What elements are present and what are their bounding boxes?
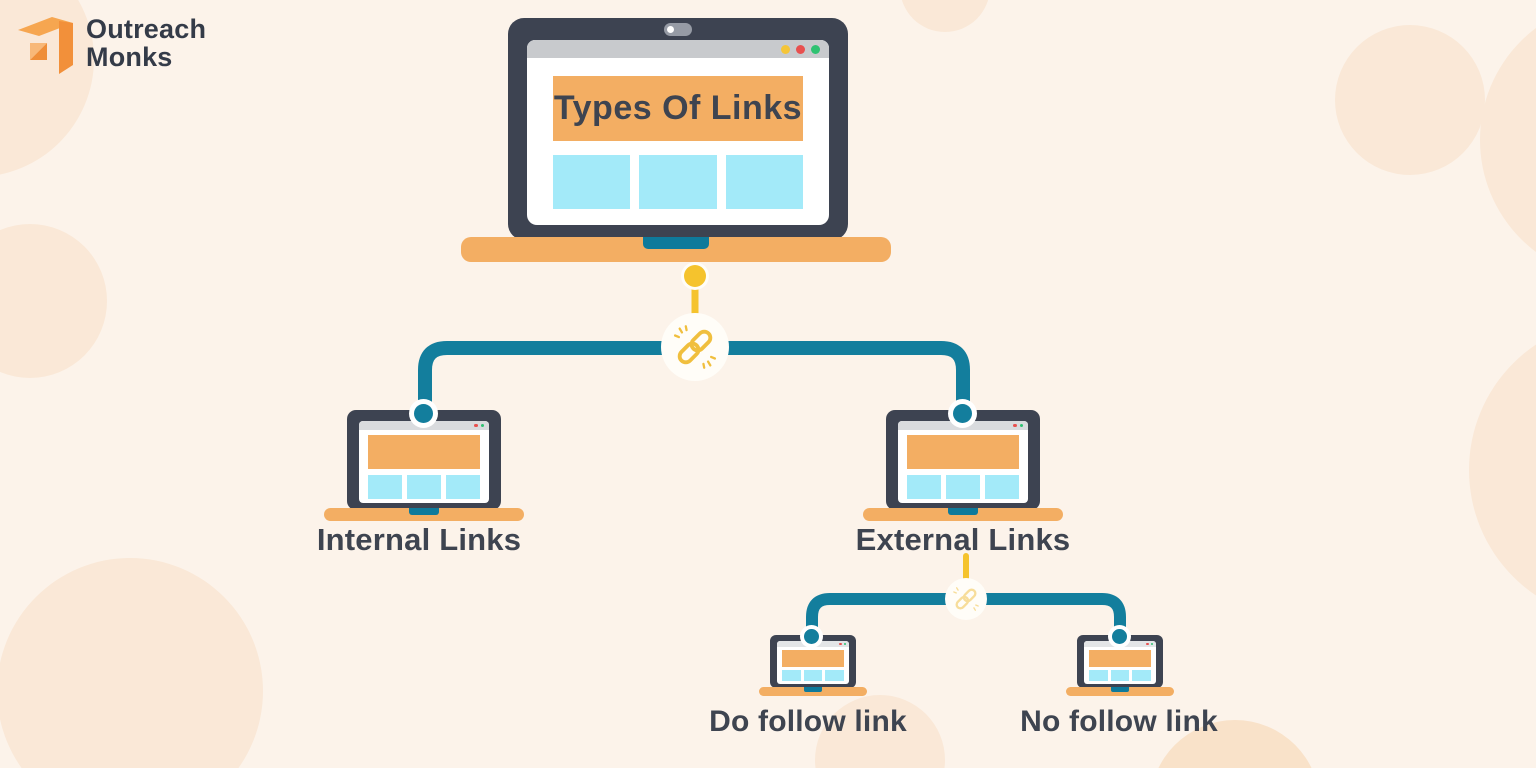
webpage	[777, 647, 849, 684]
thumbnail	[368, 475, 402, 499]
deco-circle	[0, 558, 263, 768]
webpage	[359, 430, 489, 503]
window-expand-dot	[1019, 423, 1023, 428]
window-close-dot	[1013, 423, 1017, 428]
webpage: Types Of Links	[527, 58, 829, 225]
laptop-root-screen: Types Of Links	[527, 40, 829, 225]
connector-dot-internal	[414, 404, 433, 423]
thumbnail	[639, 155, 717, 209]
webpage	[1084, 647, 1156, 684]
connector-dot-external	[953, 404, 972, 423]
content-thumbnails	[782, 670, 845, 681]
window-expand-dot	[1150, 642, 1153, 646]
thumbnail	[446, 475, 480, 499]
browser-topbar	[527, 40, 829, 58]
chain-link-icon	[953, 587, 979, 611]
deco-circle	[1335, 25, 1485, 175]
browser-topbar	[898, 421, 1028, 430]
window-expand-dot	[480, 423, 484, 428]
browser-topbar	[1084, 641, 1156, 647]
link-badge-level1	[661, 313, 729, 381]
thumbnail	[1089, 670, 1108, 681]
brand-name: Outreach Monks	[86, 12, 206, 71]
webcam-icon	[664, 23, 692, 36]
brand-logo: Outreach Monks	[16, 12, 206, 74]
content-thumbnails	[907, 475, 1019, 499]
thumbnail	[803, 670, 823, 681]
thumbnail	[553, 155, 631, 209]
thumbnail	[907, 475, 941, 499]
laptop-dofollow-base	[759, 687, 867, 696]
window-close-dot	[796, 44, 805, 54]
content-thumbnails	[553, 155, 803, 209]
laptop-internal	[347, 410, 501, 510]
connector-dot-nofollow	[1112, 629, 1127, 644]
banner-block	[1089, 650, 1151, 667]
brand-name-line2: Monks	[86, 41, 173, 72]
content-thumbnails	[368, 475, 480, 499]
thumbnail	[946, 475, 980, 499]
diagram-title: Types Of Links	[553, 89, 803, 127]
laptop-internal-screen	[359, 421, 489, 503]
laptop-dofollow-screen	[777, 641, 849, 684]
webpage	[898, 430, 1028, 503]
yellow-connector-dot	[684, 265, 706, 287]
brand-name-line1: Outreach	[86, 14, 207, 44]
laptop-hinge	[409, 508, 439, 515]
browser-topbar	[359, 421, 489, 430]
thumbnail	[725, 155, 803, 209]
label-internal-links: Internal Links	[316, 522, 522, 557]
window-minimize-dot	[781, 44, 790, 54]
link-badge-level2	[945, 578, 987, 620]
banner-block	[782, 650, 844, 667]
window-close-dot	[1146, 642, 1149, 646]
laptop-internal-base	[324, 508, 524, 521]
thumbnail	[1110, 670, 1130, 681]
laptop-external	[886, 410, 1040, 510]
laptop-nofollow-screen	[1084, 641, 1156, 684]
window-close-dot	[839, 642, 842, 646]
label-dofollow-link: Do follow link	[709, 705, 907, 738]
connector-dot-dofollow	[804, 629, 819, 644]
thumbnail	[825, 670, 845, 681]
thumbnail	[985, 475, 1019, 499]
window-expand-dot	[811, 44, 820, 54]
thumbnail	[782, 670, 801, 681]
title-banner: Types Of Links	[553, 76, 803, 141]
thumbnail	[407, 475, 441, 499]
content-thumbnails	[1089, 670, 1152, 681]
window-expand-dot	[843, 642, 846, 646]
label-external-links: External Links	[855, 522, 1071, 557]
chain-link-icon	[673, 325, 717, 369]
cube-logo-icon	[18, 17, 73, 74]
label-nofollow-link: No follow link	[1020, 705, 1218, 738]
laptop-hinge	[643, 237, 709, 249]
laptop-hinge	[804, 687, 822, 692]
window-close-dot	[474, 423, 478, 428]
laptop-root: Types Of Links	[508, 18, 848, 240]
laptop-hinge	[948, 508, 978, 515]
laptop-nofollow-base	[1066, 687, 1174, 696]
banner-block	[368, 435, 480, 469]
laptop-external-screen	[898, 421, 1028, 503]
laptop-root-base	[461, 237, 891, 262]
browser-topbar	[777, 641, 849, 647]
thumbnail	[1132, 670, 1152, 681]
laptop-external-base	[863, 508, 1063, 521]
banner-block	[907, 435, 1019, 469]
laptop-hinge	[1111, 687, 1129, 692]
